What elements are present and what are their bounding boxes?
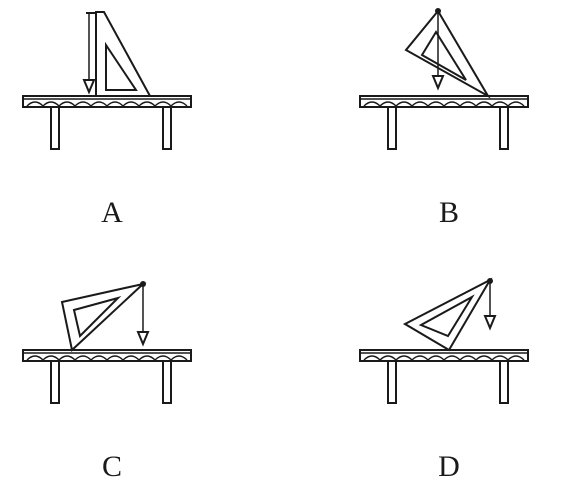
- option-label-b: B: [439, 196, 459, 229]
- set-square-d: [402, 277, 493, 352]
- option-label-c: C: [102, 450, 122, 483]
- panel-a: A: [22, 11, 192, 229]
- panel-c: C: [22, 281, 192, 483]
- panel-b: B: [359, 8, 529, 229]
- table-d: [359, 349, 529, 404]
- option-label-d: D: [438, 450, 460, 483]
- plumb-line-a: [82, 12, 97, 95]
- set-square-b: [404, 9, 491, 99]
- plumb-line-d: [483, 278, 497, 331]
- table-a: [22, 95, 192, 150]
- table-c: [22, 349, 192, 404]
- table-b: [359, 95, 529, 150]
- set-square-a: [95, 11, 152, 97]
- panel-d: D: [359, 277, 529, 483]
- option-label-a: A: [101, 196, 123, 229]
- set-square-c: [60, 282, 147, 352]
- plumb-line-c: [136, 281, 150, 347]
- plumb-line-b: [431, 8, 445, 91]
